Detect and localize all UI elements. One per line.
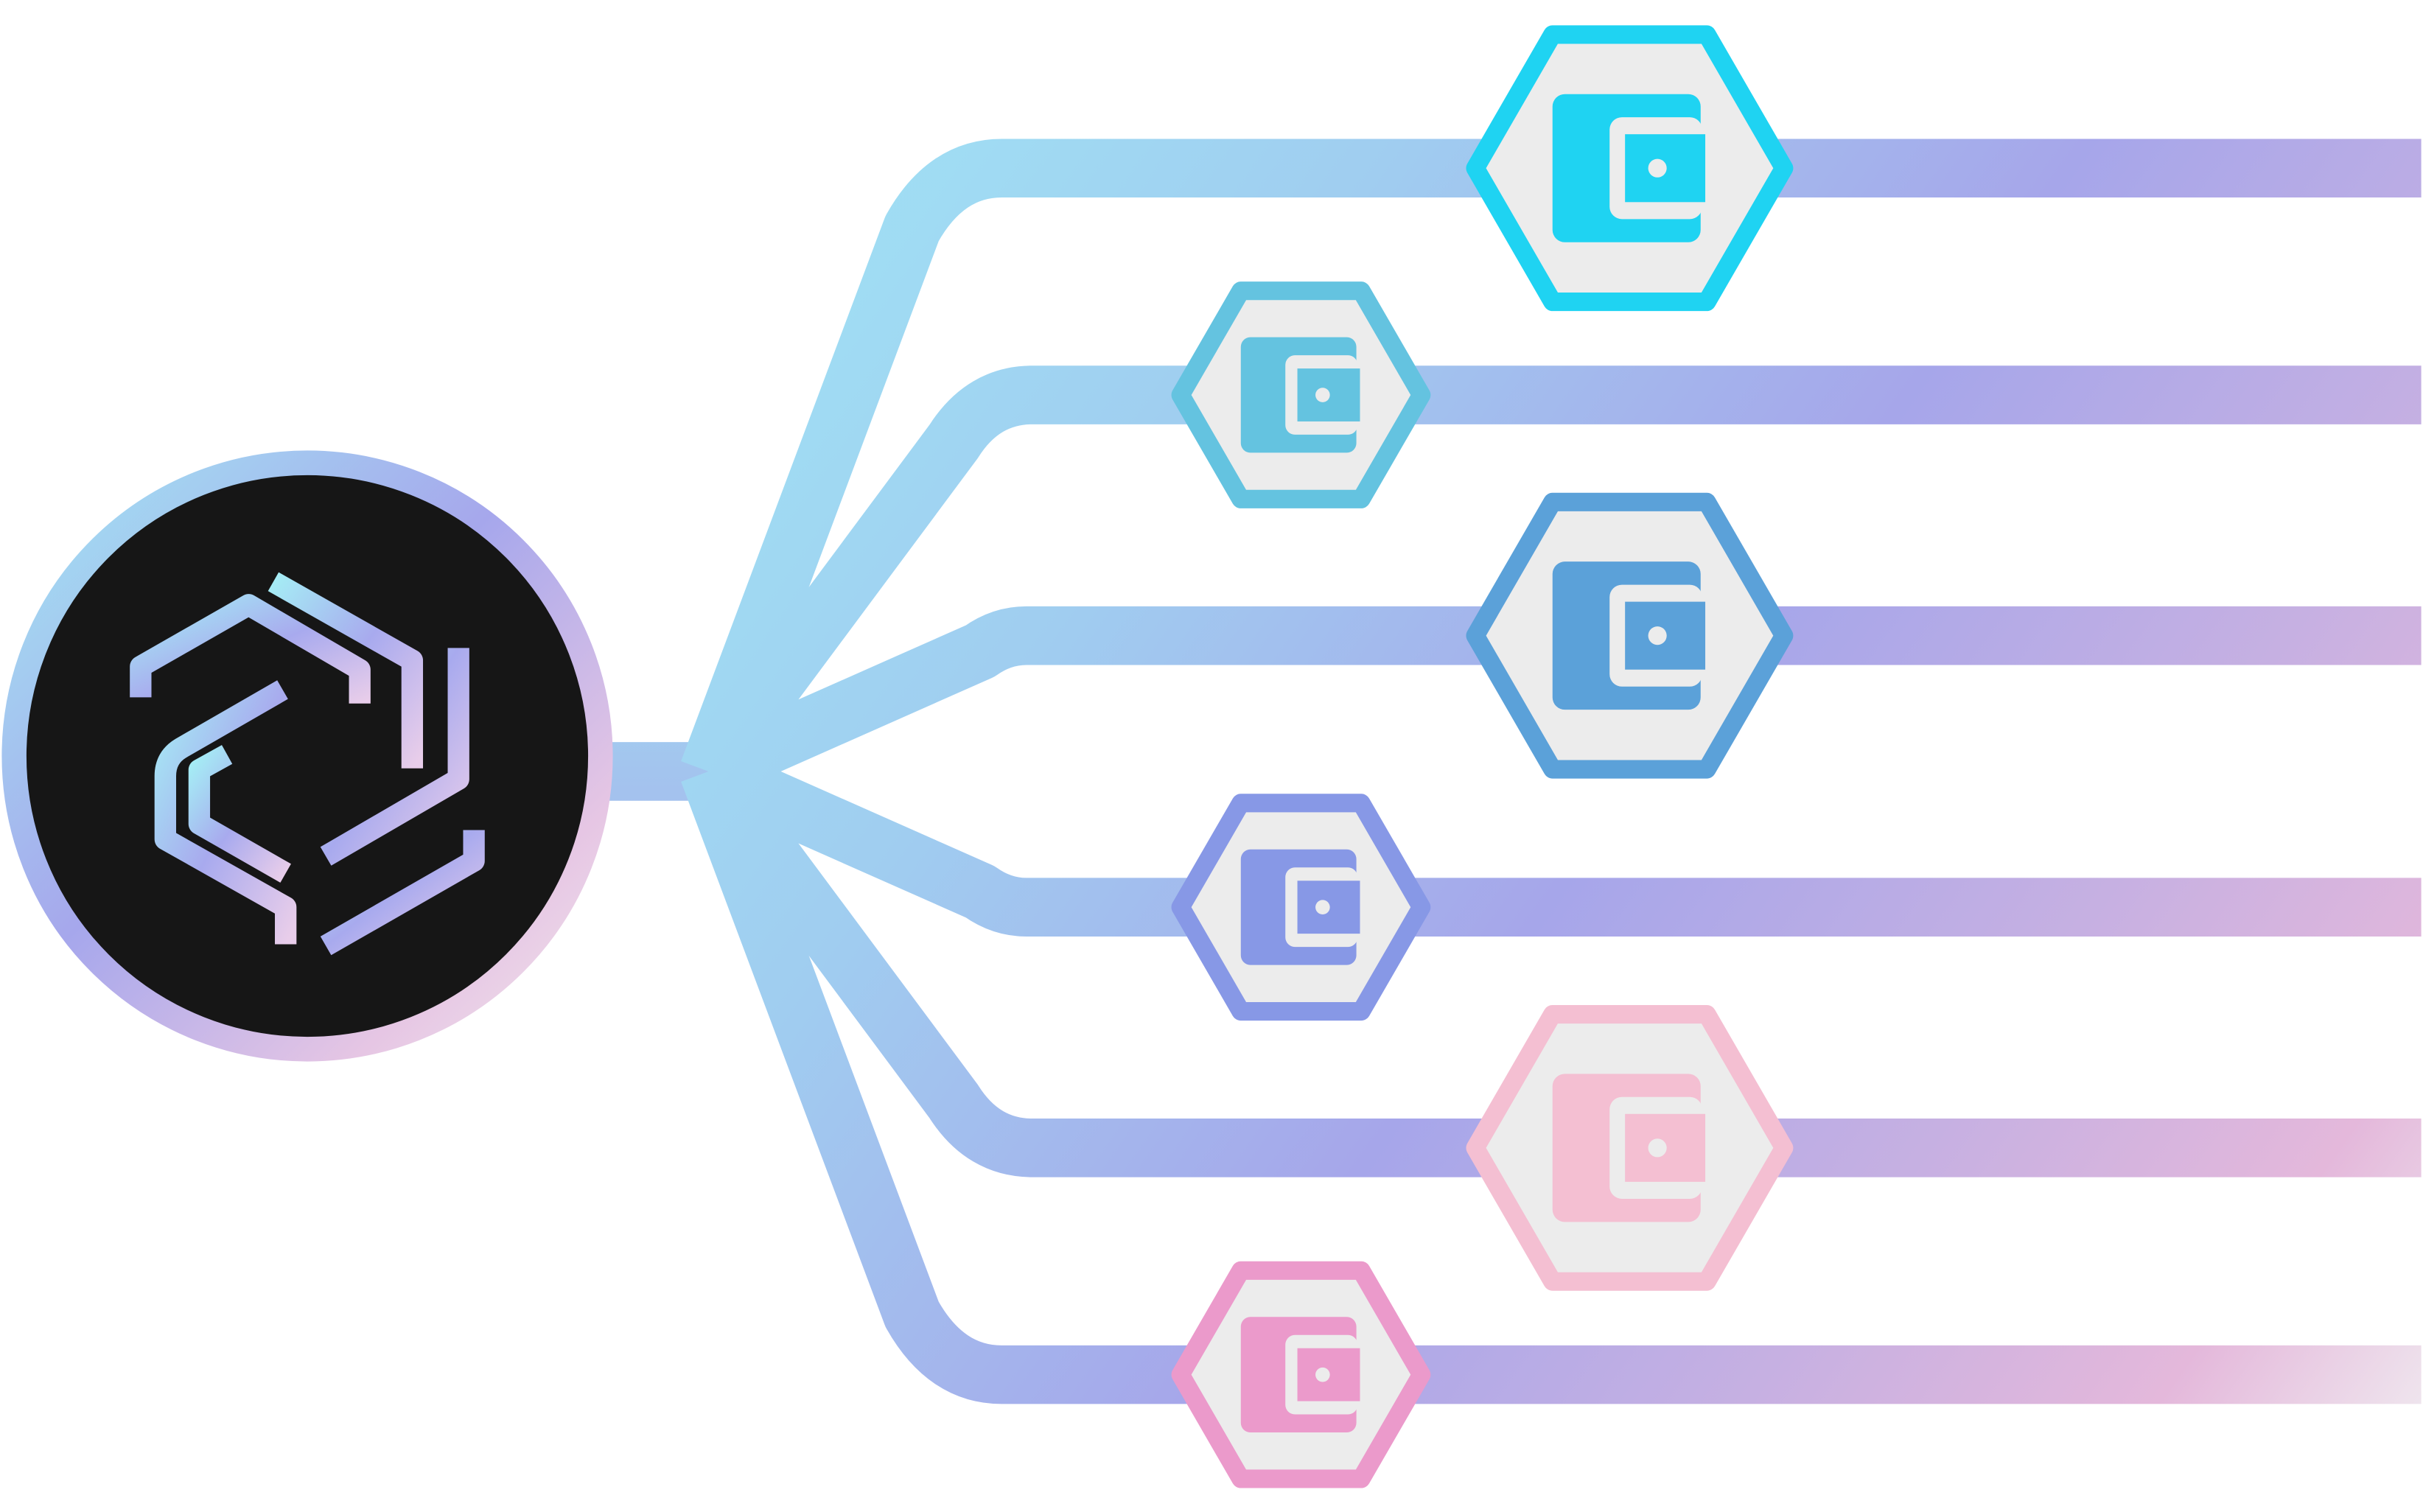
branch-line-6	[681, 760, 2422, 1404]
wallet-icon	[1240, 337, 1360, 453]
wallet-nodes	[1171, 25, 1794, 1488]
wallet-icon	[1552, 561, 1706, 710]
branch-line-3	[696, 606, 2422, 799]
wallet-node-6[interactable]	[1171, 1261, 1431, 1488]
wallet-icon	[1240, 849, 1360, 965]
wallet-node-4[interactable]	[1171, 794, 1431, 1021]
hub-node	[1, 450, 613, 1062]
wallet-node-1[interactable]	[1466, 25, 1794, 312]
branch-line-2	[685, 365, 2422, 789]
wallet-icon	[1240, 1317, 1360, 1433]
hexagonal-cube-logo-icon	[130, 572, 485, 956]
wallet-icon	[1552, 94, 1706, 242]
wallet-node-3[interactable]	[1466, 492, 1794, 779]
branch-line-4	[696, 744, 2422, 937]
wallet-node-5[interactable]	[1466, 1004, 1794, 1291]
wallet-icon	[1552, 1074, 1706, 1222]
branch-line-5	[685, 754, 2422, 1177]
connector-lines	[604, 139, 2422, 1404]
branch-line-1	[681, 139, 2422, 782]
wallet-node-2[interactable]	[1171, 281, 1431, 508]
